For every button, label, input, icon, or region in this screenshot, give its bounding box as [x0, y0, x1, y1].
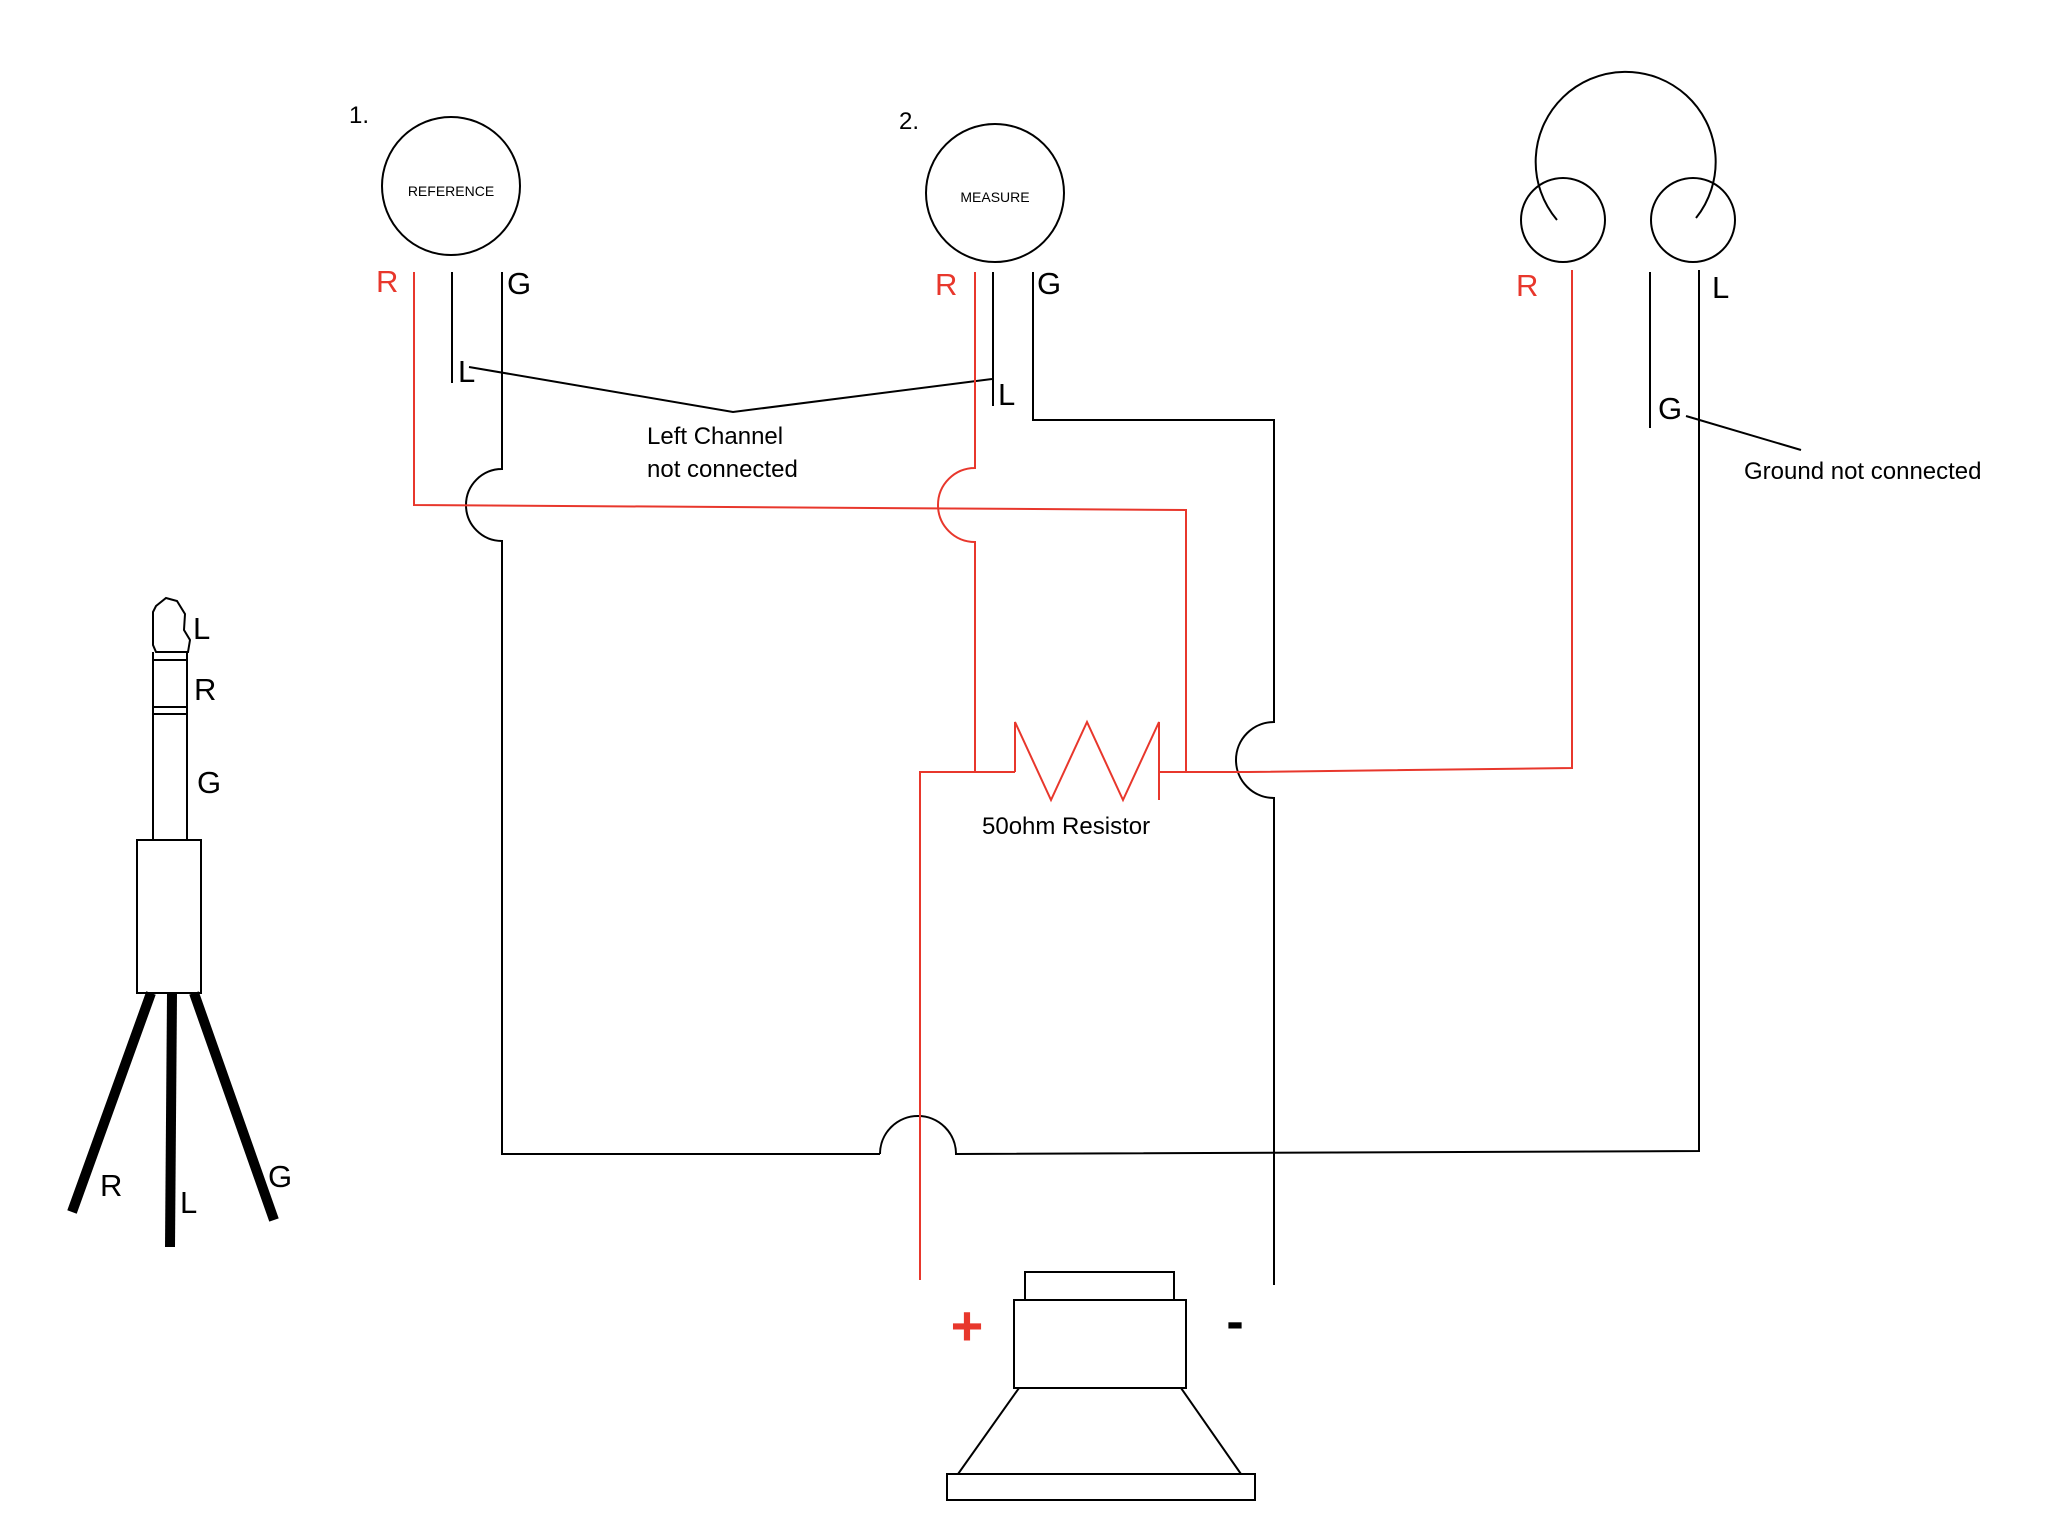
trs-jack-icon: L R G R L G — [67, 596, 292, 1248]
speaker-plus-label: + — [951, 1294, 984, 1357]
left-channel-note: Left Channel not connected — [468, 366, 993, 483]
measure-mic-label: MEASURE — [960, 189, 1029, 205]
jack-tip-label: L — [193, 611, 210, 646]
speaker-minus-label: - — [1226, 1293, 1243, 1351]
reference-mic-label: REFERENCE — [408, 183, 494, 199]
ground-note-text: Ground not connected — [1744, 458, 1982, 485]
measure-mic: 2. MEASURE R G L — [899, 108, 1065, 412]
left-channel-note-line1: Left Channel — [647, 423, 783, 450]
resistor-icon: 50ohm Resistor — [982, 719, 1160, 840]
reference-mic: 1. REFERENCE R G L — [349, 102, 531, 389]
jack-wire-r-label: R — [100, 1168, 122, 1203]
headphones-icon: R L G — [1516, 70, 1736, 428]
reference-r-wire — [413, 272, 1187, 772]
measure-r-wire — [937, 272, 976, 772]
measure-mic-icon — [925, 123, 1065, 263]
reference-ground-wire — [465, 272, 880, 1155]
reference-mic-icon — [381, 116, 521, 256]
measure-pin-g-label: G — [1037, 266, 1061, 301]
headphone-r-wire — [1159, 270, 1573, 773]
headphone-pin-r-label: R — [1516, 268, 1538, 303]
jack-sleeve-label: G — [197, 765, 221, 800]
speaker-plus-wire — [919, 771, 1015, 1280]
headphone-pin-g-label: G — [1658, 391, 1682, 426]
jack-wire-l-label: L — [180, 1185, 197, 1220]
resistor-label: 50ohm Resistor — [982, 813, 1150, 840]
measure-pin-l-label: L — [998, 377, 1015, 412]
reference-mic-number: 1. — [349, 102, 369, 129]
measure-ground-wire — [1032, 272, 1275, 1285]
reference-pin-r-label: R — [376, 264, 398, 299]
measure-mic-number: 2. — [899, 108, 919, 135]
bottom-ground-bus — [879, 270, 1700, 1156]
left-channel-note-line2: not connected — [647, 456, 798, 483]
jack-wire-g-label: G — [268, 1159, 292, 1194]
ground-note: Ground not connected — [1685, 415, 1982, 485]
headphone-pin-l-label: L — [1712, 270, 1729, 305]
jack-ring-label: R — [194, 672, 216, 707]
measure-pin-r-label: R — [935, 267, 957, 302]
reference-pin-g-label: G — [507, 266, 531, 301]
reference-pin-l-label: L — [458, 354, 475, 389]
speaker-icon: + - — [946, 1271, 1256, 1501]
